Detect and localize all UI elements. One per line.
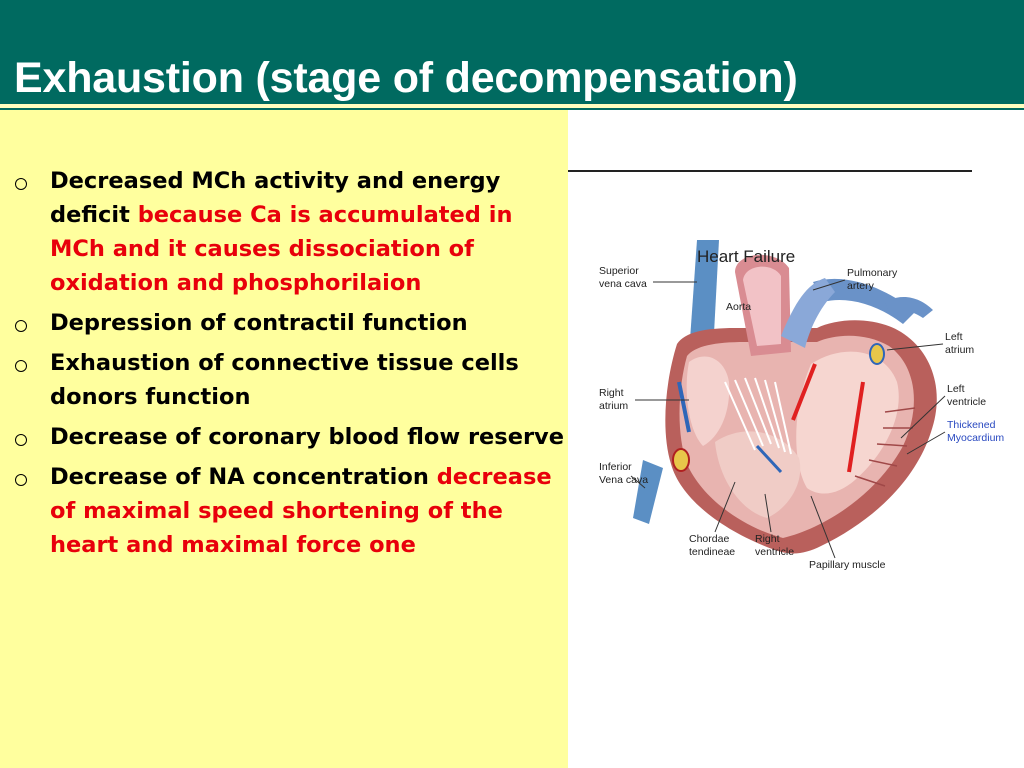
label-papillary-muscle: Papillary muscle (809, 559, 886, 571)
bullet-item: Depression of contractil function (0, 306, 566, 340)
bullet-highlight: decrease of maximal speed shortening of … (50, 464, 552, 558)
circle-bullet-icon (15, 320, 27, 332)
bullet-text: Depression of contractil function (50, 310, 468, 336)
heart-illustration (633, 240, 937, 554)
label-thickened-myocardium: Thickened (947, 419, 996, 431)
bullet-text: Decrease of NA concentration (50, 464, 437, 490)
label-right-atrium: Right (599, 387, 624, 399)
circle-bullet-icon (15, 474, 27, 486)
bullet-item: Exhaustion of connective tissue cells do… (0, 346, 566, 414)
bullet-text: Decrease of coronary blood flow reserve (50, 424, 564, 450)
slide-title: Exhaustion (stage of decompensation) (14, 54, 798, 102)
bullet-item: Decreased MCh activity and energy defici… (0, 164, 566, 300)
label-aorta: Aorta (726, 301, 751, 313)
title-bar (0, 0, 1024, 110)
label-left-ventricle: Left (947, 383, 965, 395)
circle-bullet-icon (15, 360, 27, 372)
label-superior-vena-cava-2: vena cava (599, 278, 647, 290)
label-thickened-myocardium-2: Myocardium (947, 432, 1004, 444)
label-chordae-tendineae: Chordae (689, 533, 729, 545)
bullet-item: Decrease of coronary blood flow reserve (0, 420, 566, 454)
label-left-ventricle-2: ventricle (947, 396, 986, 408)
label-left-atrium: Left (945, 331, 963, 343)
label-superior-vena-cava: Superior (599, 265, 639, 277)
bullet-panel (0, 110, 568, 768)
label-pulmonary-artery-2: artery (847, 280, 875, 292)
bullet-text: Exhaustion of connective tissue cells do… (50, 350, 519, 410)
bullet-text: Decreased MCh activity and energy defici… (50, 168, 501, 228)
label-right-ventricle-2: ventricle (755, 546, 794, 558)
circle-bullet-icon (15, 178, 27, 190)
title-divider (0, 104, 1024, 108)
label-right-ventricle: Right (755, 533, 780, 545)
divider-line (568, 170, 972, 172)
label-inferior-vena-cava-2: Vena cava (599, 474, 648, 486)
label-left-atrium-2: atrium (945, 344, 974, 356)
bullet-highlight: because Ca is accumulated in MCh and it … (50, 202, 513, 296)
heart-failure-diagram: Heart Failure Superior vena cava Aorta P… (599, 240, 1004, 571)
bullet-item: Decrease of NA concentration decrease of… (0, 460, 566, 562)
label-right-atrium-2: atrium (599, 400, 628, 412)
label-chordae-tendineae-2: tendineae (689, 546, 735, 558)
label-pulmonary-artery: Pulmonary (847, 267, 898, 279)
bullet-list: Decreased MCh activity and energy defici… (0, 164, 566, 568)
label-inferior-vena-cava: Inferior (599, 461, 632, 473)
figure-title: Heart Failure (697, 247, 795, 266)
circle-bullet-icon (15, 434, 27, 446)
